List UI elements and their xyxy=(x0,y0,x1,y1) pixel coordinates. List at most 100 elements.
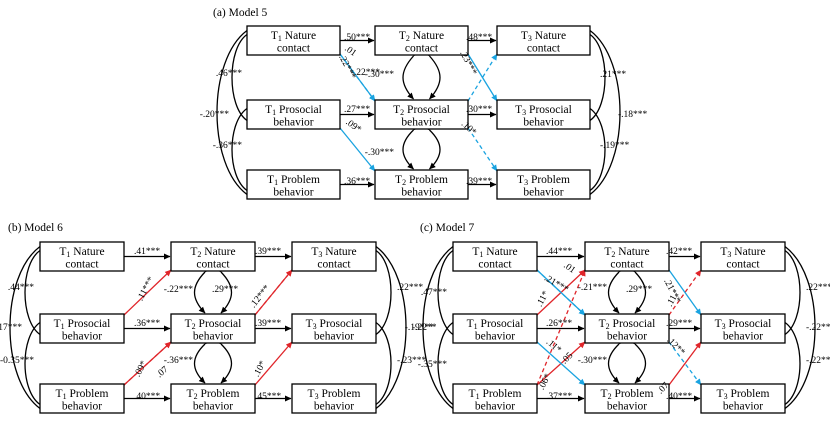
model7-path-coefficient: -.19*** xyxy=(405,323,435,333)
model7-node-n31-line2: behavior xyxy=(475,401,515,413)
model7-cross-lagged-arrow xyxy=(668,269,702,316)
model6-path-coefficient: -.17*** xyxy=(0,323,22,333)
model7-path-coefficient: -.22*** xyxy=(806,323,830,333)
model7-path-coefficient: .11* xyxy=(535,289,552,308)
model6-node-n33-line2: behavior xyxy=(314,401,354,413)
model5-t2-covariance-arc xyxy=(402,123,420,170)
model5-node-n21-line1: T1 Prosocial xyxy=(265,104,322,117)
model7-node-n22 xyxy=(584,313,670,344)
model7-node-n21 xyxy=(452,313,538,344)
model7-path-coefficient: .12** xyxy=(664,335,686,357)
model5-t2-covariance-arc xyxy=(402,49,420,100)
model7-cross-lagged-arrow xyxy=(536,341,586,386)
model5-t2-covariance-arc xyxy=(423,123,441,170)
model7-t1-covariance-arc xyxy=(422,245,454,410)
model6-node-n21-line1: T1 Prosocial xyxy=(54,318,111,331)
model6-node-n12-line1: T2 Nature xyxy=(190,246,235,259)
model6-cross-lagged-arrow xyxy=(123,269,172,316)
model7-path-coefficient: -.21*** xyxy=(578,283,608,293)
model6-path-coefficient: .22*** xyxy=(397,283,423,293)
model5-cross-lagged-arrow xyxy=(467,53,498,102)
model7-node-n31-line1: T1 Problem xyxy=(469,388,522,401)
model5-cross-lagged-arrow xyxy=(339,53,376,102)
model5-node-n32-line2: behavior xyxy=(401,187,441,199)
model6-t2-covariance-arc xyxy=(193,265,212,314)
model5-node-n33-line2: behavior xyxy=(523,187,563,199)
model5-node-n23-line2: behavior xyxy=(523,117,563,129)
model6-path-coefficient: -.22** xyxy=(412,323,437,333)
model6-node-n32-line2: behavior xyxy=(193,401,233,413)
model5-path-coefficient: .27*** xyxy=(344,105,370,115)
model6-path-coefficient: .39*** xyxy=(255,247,281,257)
model5-cross-lagged-arrow xyxy=(467,127,498,172)
model7-path-coefficient: .40*** xyxy=(666,392,692,402)
model6-t1-covariance-arc xyxy=(24,321,41,406)
model7-t3-covariance-arc xyxy=(784,245,816,410)
model7-t3-covariance-arc xyxy=(784,321,801,406)
model7-node-n23 xyxy=(700,313,786,344)
model7-path-coefficient: .37*** xyxy=(546,392,572,402)
model5-node-n23-line1: T3 Prosocial xyxy=(515,104,572,117)
model7-node-n13-line1: T3 Nature xyxy=(720,246,765,259)
model6-cross-lagged-arrow xyxy=(254,269,293,316)
model5-title: (a) Model 5 xyxy=(213,7,268,19)
model5-path-coefficient: .46*** xyxy=(216,69,242,79)
model5-t1-covariance-arc xyxy=(216,29,248,196)
model5-node-n11-line2: contact xyxy=(277,43,311,55)
model6-t2-covariance-arc xyxy=(214,337,233,384)
model6-node-n32 xyxy=(170,383,256,414)
model5-node-n12-line1: T2 Nature xyxy=(399,30,444,43)
model6-node-n11-line2: contact xyxy=(65,259,99,271)
model7-node-n31 xyxy=(452,383,538,414)
model7-node-n33-line2: behavior xyxy=(723,401,763,413)
model7-path-coefficient: -.22*** xyxy=(806,356,830,366)
model6-node-n31-line1: T1 Problem xyxy=(56,388,109,401)
model7-node-n32-line1: T2 Problem xyxy=(601,388,654,401)
model6-path-coefficient: .45*** xyxy=(255,392,281,402)
model6-path-coefficient: .09* xyxy=(133,359,150,379)
model7-path-coefficient: .29*** xyxy=(626,285,652,295)
model5-node-n22 xyxy=(374,99,469,130)
model7-node-n12 xyxy=(584,241,670,272)
model5-path-coefficient: -.19*** xyxy=(600,141,630,151)
model5-path-coefficient: -.30*** xyxy=(365,70,395,80)
model7-node-n13-line2: contact xyxy=(726,259,760,271)
model7-path-coefficient: .06* xyxy=(537,372,554,392)
model5-path-coefficient: -.18*** xyxy=(618,110,648,120)
model7-node-n32-line2: behavior xyxy=(607,401,647,413)
model7-title: (c) Model 7 xyxy=(420,222,475,234)
model7-t2-covariance-arc xyxy=(628,265,647,314)
model7-t2-covariance-arc xyxy=(628,337,647,384)
model6-t1-covariance-arc xyxy=(9,245,41,410)
model7-node-n22-line1: T2 Prosocial xyxy=(599,318,656,331)
model6-node-n13-line2: contact xyxy=(317,259,351,271)
model7-t3-covariance-arc xyxy=(784,249,801,336)
model6-node-n22-line1: T2 Prosocial xyxy=(185,318,242,331)
model5-node-n12 xyxy=(374,25,469,56)
model5-node-n21 xyxy=(246,99,341,130)
model5-node-n21-line2: behavior xyxy=(273,117,313,129)
model5-cross-lagged-arrow xyxy=(339,127,376,172)
model5-node-n13-line1: T3 Nature xyxy=(521,30,566,43)
model5-path-coefficient: .36*** xyxy=(344,177,370,187)
model6-path-coefficient: -.36*** xyxy=(164,356,194,366)
model6-title: (b) Model 6 xyxy=(8,222,63,234)
model7-cross-lagged-arrow xyxy=(536,269,586,316)
model6-node-n12 xyxy=(170,241,256,272)
model7-path-coefficient: -.30*** xyxy=(578,356,608,366)
model6-path-coefficient: .07 xyxy=(155,365,171,380)
model6-node-n21 xyxy=(39,313,125,344)
model6-t3-covariance-arc xyxy=(375,249,392,336)
model6-node-n31 xyxy=(39,383,125,414)
model6-path-coefficient: -.23*** xyxy=(397,356,427,366)
model5-t3-covariance-arc xyxy=(589,29,621,196)
model6-path-coefficient: .36*** xyxy=(134,319,160,329)
model7-node-n12-line2: contact xyxy=(610,259,644,271)
model5-path-coefficient: -.30*** xyxy=(365,148,395,158)
model7-node-n23-line2: behavior xyxy=(723,331,763,343)
model6-node-n31-line2: behavior xyxy=(62,401,102,413)
model5-node-n22-line2: behavior xyxy=(401,117,441,129)
model5-path-coefficient: .50*** xyxy=(344,33,370,43)
model6-path-coefficient: -.22*** xyxy=(164,285,194,295)
